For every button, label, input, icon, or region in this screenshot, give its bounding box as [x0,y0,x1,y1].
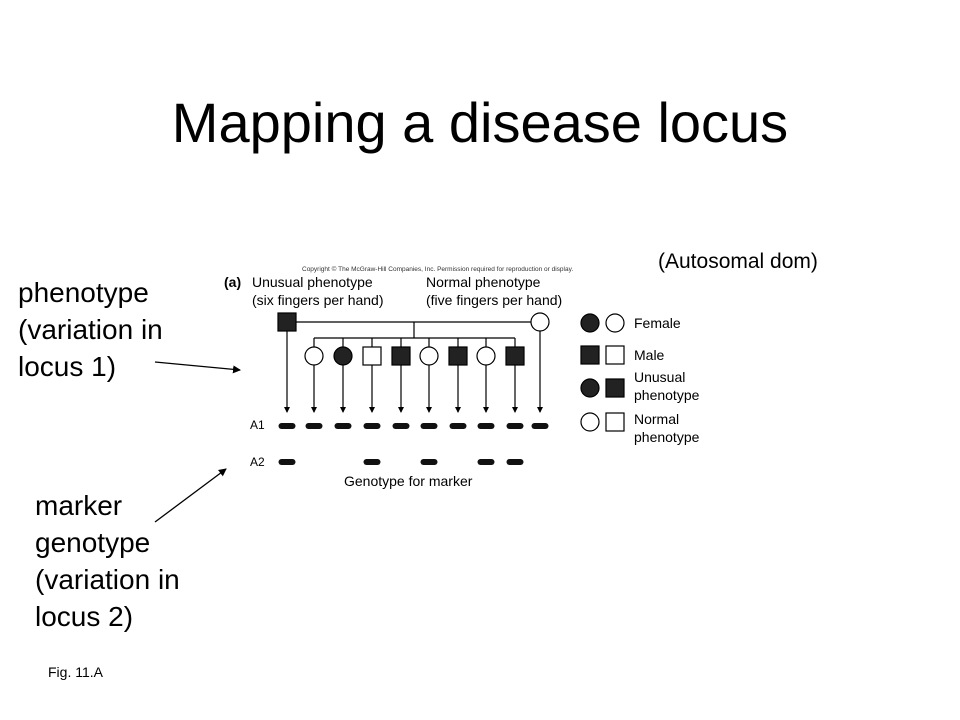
marker-a1-dash [363,423,381,429]
legend-female-label: Female [634,315,681,331]
marker-a2-dash [420,459,438,465]
marker-a1-row [278,423,549,429]
child-circle-icon [304,346,324,366]
child-drop-lines [313,338,516,347]
marker-a1-dash [449,423,467,429]
marker-a1-dash [506,423,524,429]
legend-normal-label-1: Normal [634,411,679,427]
marker-a2-dash [363,459,381,465]
legend-filled-square-icon [580,345,600,365]
legend-normal-circle-icon [580,412,600,432]
normal-heading: Normal phenotype [426,274,541,290]
marker-a1-dash [420,423,438,429]
marker-label-line-4: locus 2) [35,601,134,632]
slide-title: Mapping a disease locus [171,91,789,154]
pedigree-lines [296,321,531,339]
phenotype-label: phenotype (variation in locus 1) [18,274,163,385]
child-square-icon [448,346,468,366]
marker-a1-dash [392,423,410,429]
legend-normal-label-2: phenotype [634,429,700,445]
normal-subheading: (five fingers per hand) [426,292,562,308]
inheritance-note: (Autosomal dom) [658,250,818,273]
phenotype-pointer-arrow [154,361,241,374]
marker-label-line-3: (variation in [35,564,180,595]
legend-unusual-square-icon [605,378,625,398]
legend-unusual-label-1: Unusual [634,369,685,385]
unusual-heading: Unusual phenotype [252,274,373,290]
marker-a2-dash [477,459,495,465]
marker-a1-dash [334,423,352,429]
legend-normal-square-icon [605,412,625,432]
allele-a2-label: A2 [250,455,265,469]
child-symbols [304,346,525,366]
marker-label-line-2: genotype [35,527,151,558]
marker-pointer-arrow [154,468,227,523]
legend: Female Male Unusual phenotype Normal phe… [580,313,700,445]
marker-a1-dash [278,423,296,429]
phenotype-label-line-1: phenotype [18,277,149,308]
figure-caption: Fig. 11.A [48,664,103,680]
genotype-arrows [284,331,543,413]
marker-a2-row [278,459,524,465]
marker-a2-dash [278,459,296,465]
legend-filled-circle-icon [580,313,600,333]
child-circle-icon [419,346,439,366]
marker-a2-dash [506,459,524,465]
panel-letter: (a) [224,274,241,290]
legend-unusual-circle-icon [580,378,600,398]
child-circle-icon [476,346,496,366]
legend-open-square-icon [605,345,625,365]
unusual-subheading: (six fingers per hand) [252,292,384,308]
allele-a1-label: A1 [250,418,265,432]
marker-a1-dash [305,423,323,429]
marker-a1-dash [477,423,495,429]
legend-open-circle-icon [605,313,625,333]
genotype-caption: Genotype for marker [344,473,473,489]
legend-unusual-label-2: phenotype [634,387,700,403]
child-circle-icon [333,346,353,366]
marker-a1-dash [531,423,549,429]
child-square-icon [391,346,411,366]
phenotype-label-line-3: locus 1) [18,351,117,382]
copyright-notice: Copyright © The McGraw-Hill Companies, I… [302,265,573,273]
child-square-icon [505,346,525,366]
marker-label: marker genotype (variation in locus 2) [35,487,180,635]
legend-male-label: Male [634,347,665,363]
marker-label-line-1: marker [35,490,123,521]
father-square-icon [277,312,297,332]
phenotype-label-line-2: (variation in [18,314,163,345]
child-square-icon [362,346,382,366]
mother-circle-icon [530,312,550,332]
